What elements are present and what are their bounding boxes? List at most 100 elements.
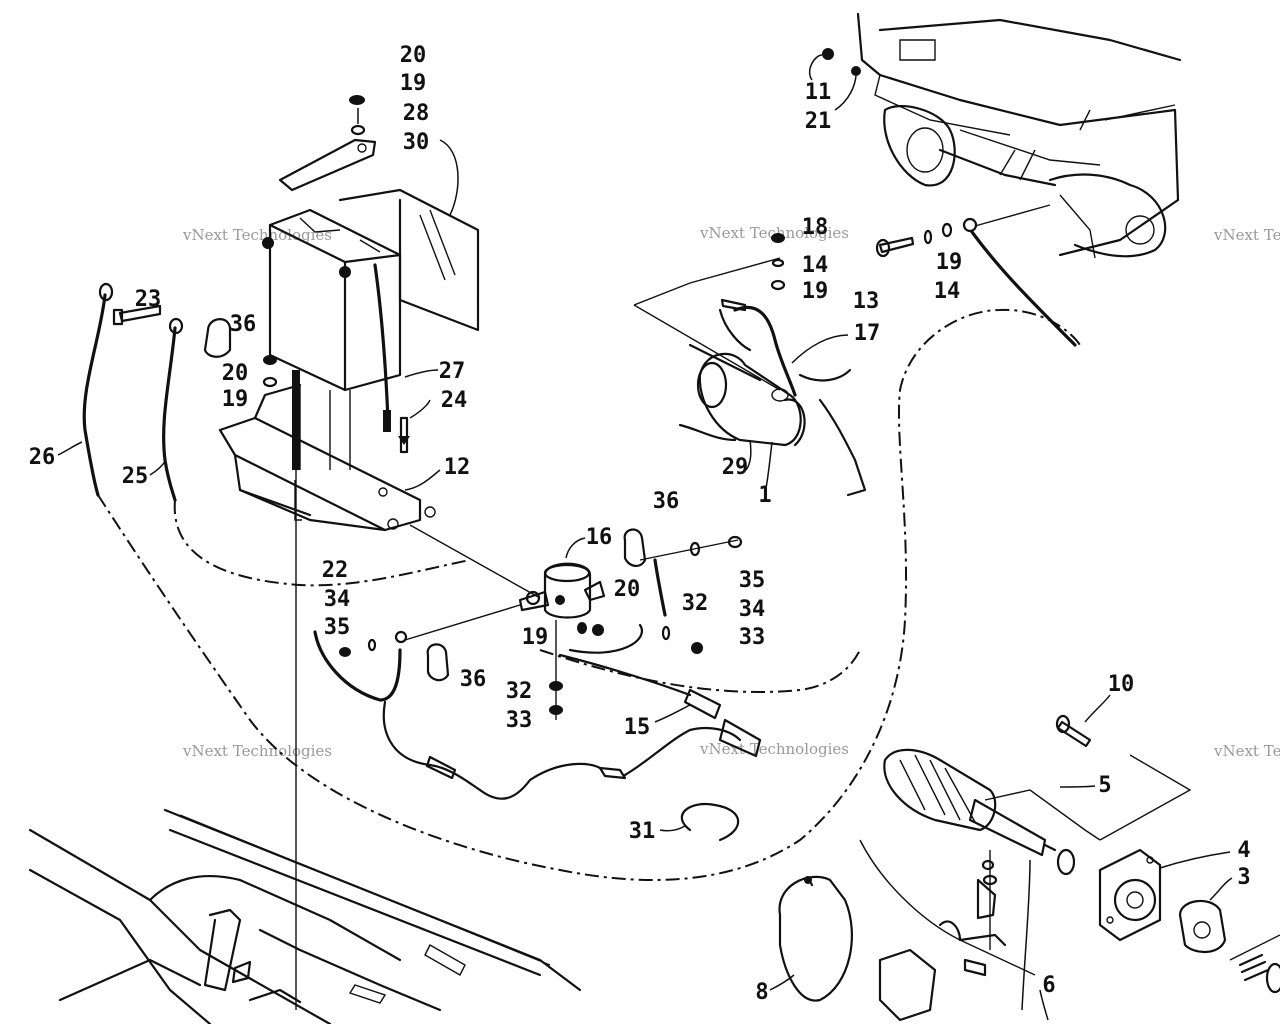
watermark-top-right: vNext Technologies [1213, 226, 1280, 244]
callout-16: 16 [586, 525, 613, 550]
callout-20: 20 [400, 43, 427, 68]
leader-10 [1084, 694, 1111, 723]
leader-26 [57, 441, 83, 456]
callout-29: 29 [722, 455, 749, 480]
callout-19: 19 [222, 387, 249, 412]
callout-31: 31 [629, 819, 656, 844]
leader-6-left [1021, 859, 1031, 1011]
callout-3: 3 [1237, 865, 1250, 890]
watermark-text: vNext Technologies [699, 224, 849, 242]
solenoid-cable-centerline [404, 604, 521, 641]
battery-bolt-24 [398, 416, 410, 454]
leader-30 [439, 139, 459, 216]
brush-holder-6 [878, 859, 1007, 1022]
callout-36: 36 [460, 667, 487, 692]
battery-hold-down-rod [292, 370, 300, 470]
starter-assembly-centerline [859, 839, 1036, 976]
callout-14: 14 [934, 279, 961, 304]
terminal-boot-36-solenoid [623, 528, 647, 567]
starter-mount-centerline [633, 257, 781, 391]
callout-36: 36 [653, 489, 680, 514]
washers-19-14-right [923, 222, 953, 245]
solenoid-lead-centerline [639, 539, 739, 561]
solenoid-hardware-34-35 [689, 535, 743, 557]
starter-motor-1 [678, 298, 867, 497]
solenoid-hardware-19-20 [577, 622, 604, 636]
solenoid-centerline [409, 524, 541, 599]
callout-35: 35 [324, 615, 351, 640]
leader-4 [1159, 851, 1231, 869]
leader-31 [659, 825, 686, 832]
engine-block [856, 12, 1182, 259]
leader-27 [404, 369, 439, 378]
callout-4: 4 [1237, 838, 1250, 863]
watermark-text: vNext Technologies [182, 226, 332, 244]
bolt-10 [1055, 714, 1092, 748]
washer-21 [851, 66, 861, 76]
leader-6-right [1039, 989, 1049, 1021]
watermark-top-left: vNext Technologies [182, 226, 332, 244]
callout-labels: 20 19 28 30 11 21 18 14 19 13 19 14 17 2… [29, 43, 1251, 1005]
leader-8 [769, 974, 795, 991]
callout-19: 19 [936, 250, 963, 275]
callout-22: 22 [322, 558, 349, 583]
leader-24 [409, 399, 431, 419]
callout-19: 19 [522, 625, 549, 650]
ground-cable-terminal [962, 217, 978, 233]
bracket-5-right [1099, 754, 1192, 841]
callout-14: 14 [802, 253, 829, 278]
spring-drive [1238, 953, 1280, 994]
callout-15: 15 [624, 715, 651, 740]
wiring-harness-inner [173, 499, 471, 587]
battery-hardware-20-19-28 [349, 95, 366, 136]
battery-to-solenoid-cable [313, 630, 408, 702]
leader-21 [834, 75, 857, 111]
callout-34: 34 [324, 587, 351, 612]
washer-5 [1056, 848, 1076, 876]
callout-10: 10 [1108, 672, 1135, 697]
callout-32: 32 [506, 679, 533, 704]
callout-24: 24 [441, 388, 468, 413]
watermark-mid-center: vNext Technologies [699, 740, 849, 758]
callout-28: 28 [403, 101, 430, 126]
solenoid-lead-wire [653, 558, 667, 617]
leader-1 [765, 441, 773, 489]
watermark-mid-left: vNext Technologies [182, 742, 332, 760]
battery-hold-down-strap [278, 138, 377, 192]
callout-13: 13 [853, 289, 880, 314]
callout-19: 19 [802, 279, 829, 304]
leader-15 [654, 704, 691, 723]
snap-ring-31 [680, 802, 740, 842]
watermark-text: vNext Technologies [699, 740, 849, 758]
callout-11: 11 [805, 80, 832, 105]
ground-cable [970, 230, 1077, 347]
callout-34: 34 [739, 597, 766, 622]
leader-12 [404, 469, 441, 491]
callout-21: 21 [805, 109, 832, 134]
watermark-top-center: vNext Technologies [699, 224, 849, 242]
bolt-13 [875, 236, 915, 258]
callout-20: 20 [222, 361, 249, 386]
battery-cable-25 [162, 317, 184, 502]
drive-end-housing-4 [1098, 848, 1162, 942]
callout-18: 18 [802, 215, 829, 240]
solenoid-16 [518, 562, 606, 619]
watermark-text: vNext Technologies [1213, 226, 1280, 244]
starter-hardware-18-14-19 [770, 233, 786, 291]
watermark-text: vNext Technologies [182, 742, 332, 760]
callout-35: 35 [739, 568, 766, 593]
bracket-5-left [984, 789, 1101, 841]
bolt-23 [112, 304, 162, 326]
callout-23: 23 [135, 287, 162, 312]
armature [883, 748, 1057, 857]
wiring-harness-15 [382, 623, 762, 800]
callout-26: 26 [29, 445, 56, 470]
chassis-frame [28, 808, 582, 1024]
battery-tray-12 [218, 383, 436, 532]
leader-5 [1059, 785, 1096, 788]
battery-cable-positive [373, 263, 391, 432]
callout-6: 6 [1042, 973, 1055, 998]
terminal-boot-36-lower [426, 643, 450, 682]
spring-centerline [1229, 934, 1280, 961]
